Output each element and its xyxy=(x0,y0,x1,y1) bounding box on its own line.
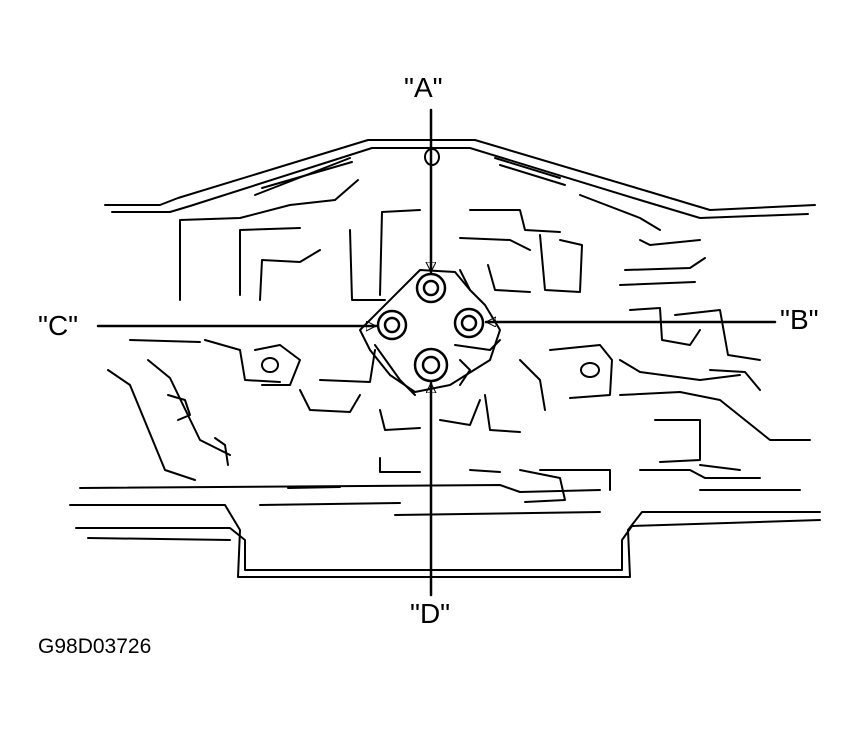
bolt-a xyxy=(415,272,447,304)
bolt-c xyxy=(376,309,408,341)
bolt-b xyxy=(453,307,485,339)
bolt-bracket xyxy=(359,269,501,396)
callout-label-c: "C" xyxy=(38,310,79,341)
callout-label-b: "B" xyxy=(780,304,819,335)
internal-passages xyxy=(107,157,811,516)
callout-label-a: "A" xyxy=(404,72,443,103)
housing-outline xyxy=(69,139,821,578)
figure-id: G98D03726 xyxy=(38,635,152,658)
leader-arrows xyxy=(96,108,777,597)
bolt-d xyxy=(413,347,449,383)
callout-label-d: "D" xyxy=(410,598,451,629)
